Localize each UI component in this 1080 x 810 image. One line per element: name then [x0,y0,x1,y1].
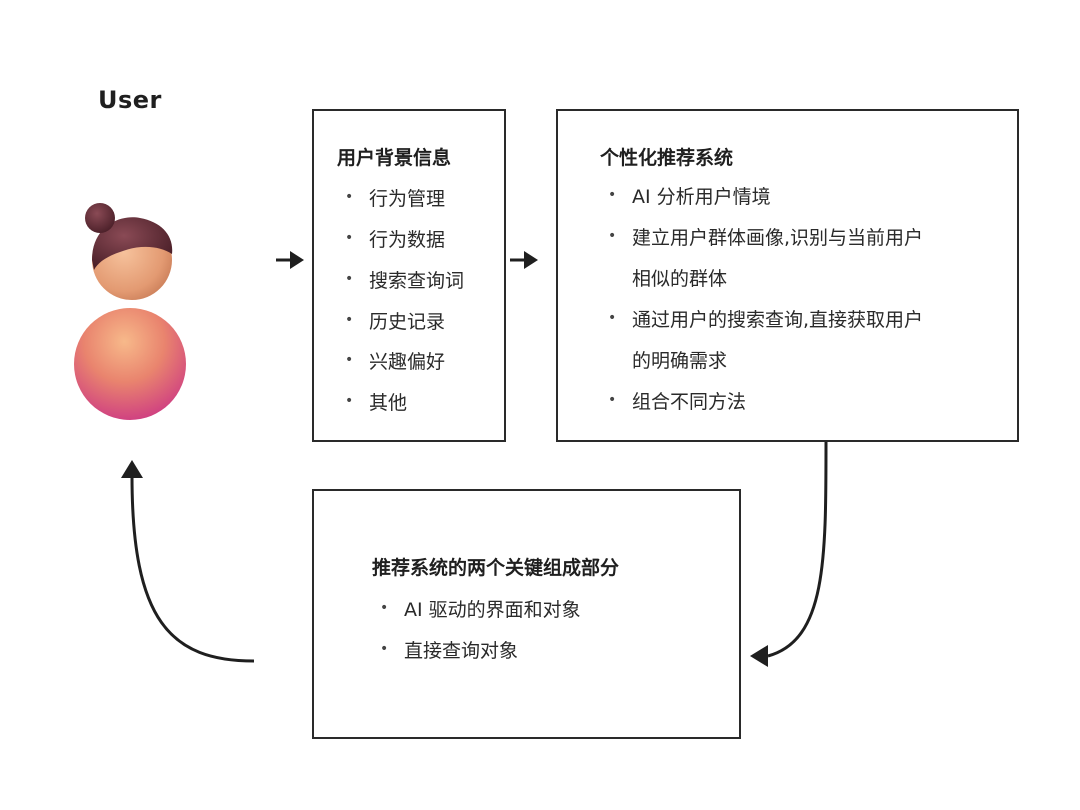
bullet-icon: • [345,393,354,409]
background-info-box [312,109,506,442]
components-item: AI 驱动的界面和对象 [404,599,581,621]
background-item: 行为管理 [369,188,446,210]
recommend-item: 组合不同方法 [632,391,747,413]
background-item: 历史记录 [369,311,446,333]
bullet-icon: • [608,392,617,408]
arrow-user-to-background-icon [276,251,304,269]
arrow-recommend-to-components-icon [750,441,828,667]
components-box [312,489,741,739]
recommend-item: 建立用户群体画像,识别与当前用户 [632,227,924,249]
bullet-icon: • [345,312,354,328]
background-item: 兴趣偏好 [369,351,446,373]
background-item: 其他 [369,392,408,414]
bullet-icon: • [380,641,389,657]
recommend-item: AI 分析用户情境 [632,186,771,208]
arrow-background-to-recommend-icon [510,251,538,269]
bullet-icon: • [608,228,617,244]
bullet-icon: • [608,310,617,326]
user-label: User [98,86,162,114]
background-info-title: 用户背景信息 [337,147,452,169]
recommend-system-box [556,109,1019,442]
recommend-item: 通过用户的搜索查询,直接获取用户 [632,309,924,331]
components-item: 直接查询对象 [404,640,519,662]
avatar-body [74,308,186,420]
bullet-icon: • [345,230,354,246]
avatar-bun [85,203,115,233]
recommend-system-title: 个性化推荐系统 [600,147,734,169]
avatar-hair [92,217,173,270]
user-avatar-icon [74,203,186,420]
arrow-components-to-user-icon [121,460,255,663]
bullet-icon: • [345,352,354,368]
components-title: 推荐系统的两个关键组成部分 [372,557,620,579]
bullet-icon: • [345,271,354,287]
background-item: 行为数据 [369,229,446,251]
recommend-item-cont: 的明确需求 [632,350,728,372]
bullet-icon: • [345,189,354,205]
bullet-icon: • [380,600,389,616]
background-item: 搜索查询词 [369,270,465,292]
recommend-item-cont: 相似的群体 [632,268,728,290]
bullet-icon: • [608,187,617,203]
